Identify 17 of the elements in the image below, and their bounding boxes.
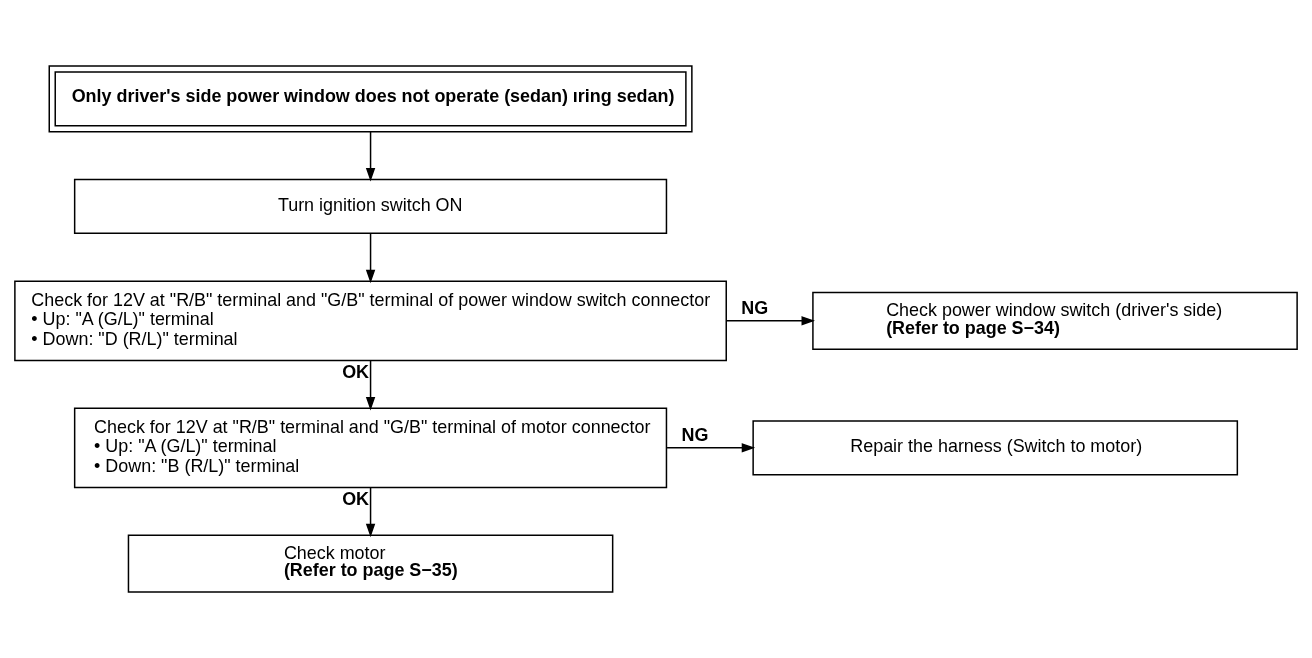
node-box: Check for 12V at "R/B" terminal and "G/B" terminal of power window switch connector • Up: "A (G/L)" terminal • Down: "D (R/L)" terminal xyxy=(14,280,727,362)
node-box: Check power window switch (driver's side) (Refer to page S−34) xyxy=(812,291,1298,350)
arrow xyxy=(726,316,815,326)
node-box: Repair the harness (Switch to motor) xyxy=(752,420,1239,476)
node-box: Only driver's side power window does not operate (sedan) ıring sedan) xyxy=(48,65,693,133)
edge-label: NG xyxy=(681,425,709,446)
arrow xyxy=(365,131,376,182)
node-box: Check for 12V at "R/B" terminal and "G/B" terminal of motor connector • Up: "A (G/L)" terminal • Down: "B (R/L)" terminal xyxy=(73,407,668,489)
arrow xyxy=(365,233,376,284)
node-box: Check motor (Refer to page S−35) xyxy=(127,534,614,593)
node-box: Turn ignition switch ON xyxy=(73,178,668,235)
edge-label: NG xyxy=(741,298,769,319)
arrow xyxy=(365,486,376,538)
arrow xyxy=(365,360,376,411)
edge-label: OK xyxy=(342,362,370,383)
edge-label: OK xyxy=(342,488,370,509)
arrow xyxy=(666,443,756,453)
